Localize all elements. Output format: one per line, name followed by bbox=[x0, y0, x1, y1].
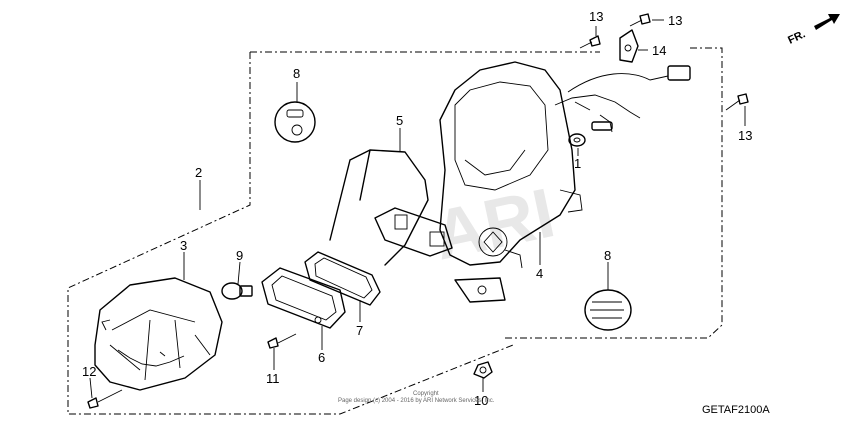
part-1-grommet bbox=[568, 133, 586, 147]
part-13-bolt-right bbox=[725, 93, 749, 111]
part-9-bulb bbox=[221, 282, 253, 300]
front-direction-label: FR. bbox=[786, 28, 807, 46]
bulb-socket-assembly bbox=[374, 207, 453, 257]
assembly-outline bbox=[67, 47, 723, 415]
callout-13-top: 13 bbox=[589, 9, 603, 24]
part-4-housing bbox=[439, 61, 583, 303]
leader-12 bbox=[89, 377, 93, 399]
part-11-screw bbox=[267, 333, 297, 349]
leader-9 bbox=[237, 261, 241, 285]
callout-8-left: 8 bbox=[293, 66, 300, 81]
callout-8-right: 8 bbox=[604, 248, 611, 263]
wiring-harness bbox=[554, 65, 691, 133]
part-3-tail-lens bbox=[94, 277, 223, 391]
part-6-license-lens bbox=[261, 267, 346, 329]
callout-5: 5 bbox=[396, 113, 403, 128]
part-13-bolt-top-right bbox=[629, 13, 651, 27]
part-10-nut bbox=[473, 361, 493, 379]
copyright-heading: Copyright bbox=[413, 391, 439, 397]
callout-1: 1 bbox=[574, 156, 581, 171]
callout-13-right: 13 bbox=[738, 128, 752, 143]
callout-7: 7 bbox=[356, 323, 363, 338]
front-arrow-icon bbox=[814, 14, 840, 30]
callout-4: 4 bbox=[536, 266, 543, 281]
part-7-gasket bbox=[304, 251, 381, 306]
part-13-bolt-top bbox=[579, 35, 601, 49]
callout-11: 11 bbox=[266, 371, 280, 386]
callout-3: 3 bbox=[180, 238, 187, 253]
diagram-code: GETAF2100A bbox=[702, 404, 770, 416]
callout-9: 9 bbox=[236, 248, 243, 263]
copyright-notice: Page design (c) 2004 - 2016 by ARI Netwo… bbox=[338, 398, 495, 404]
part-14-bracket bbox=[619, 29, 639, 63]
part-8-cap-left bbox=[274, 101, 316, 143]
watermark: ARI bbox=[427, 173, 561, 274]
callout-12: 12 bbox=[82, 364, 96, 379]
callout-14: 14 bbox=[652, 43, 666, 58]
callout-2: 2 bbox=[195, 165, 202, 180]
part-5-wire-bracket bbox=[329, 149, 429, 266]
callout-13-top-right: 13 bbox=[668, 13, 682, 28]
front-direction-indicator: FR. bbox=[786, 14, 840, 47]
part-12-screw bbox=[87, 389, 123, 409]
part-8-cap-right bbox=[584, 289, 632, 331]
callout-6: 6 bbox=[318, 350, 325, 365]
callout-10: 10 bbox=[474, 393, 488, 408]
